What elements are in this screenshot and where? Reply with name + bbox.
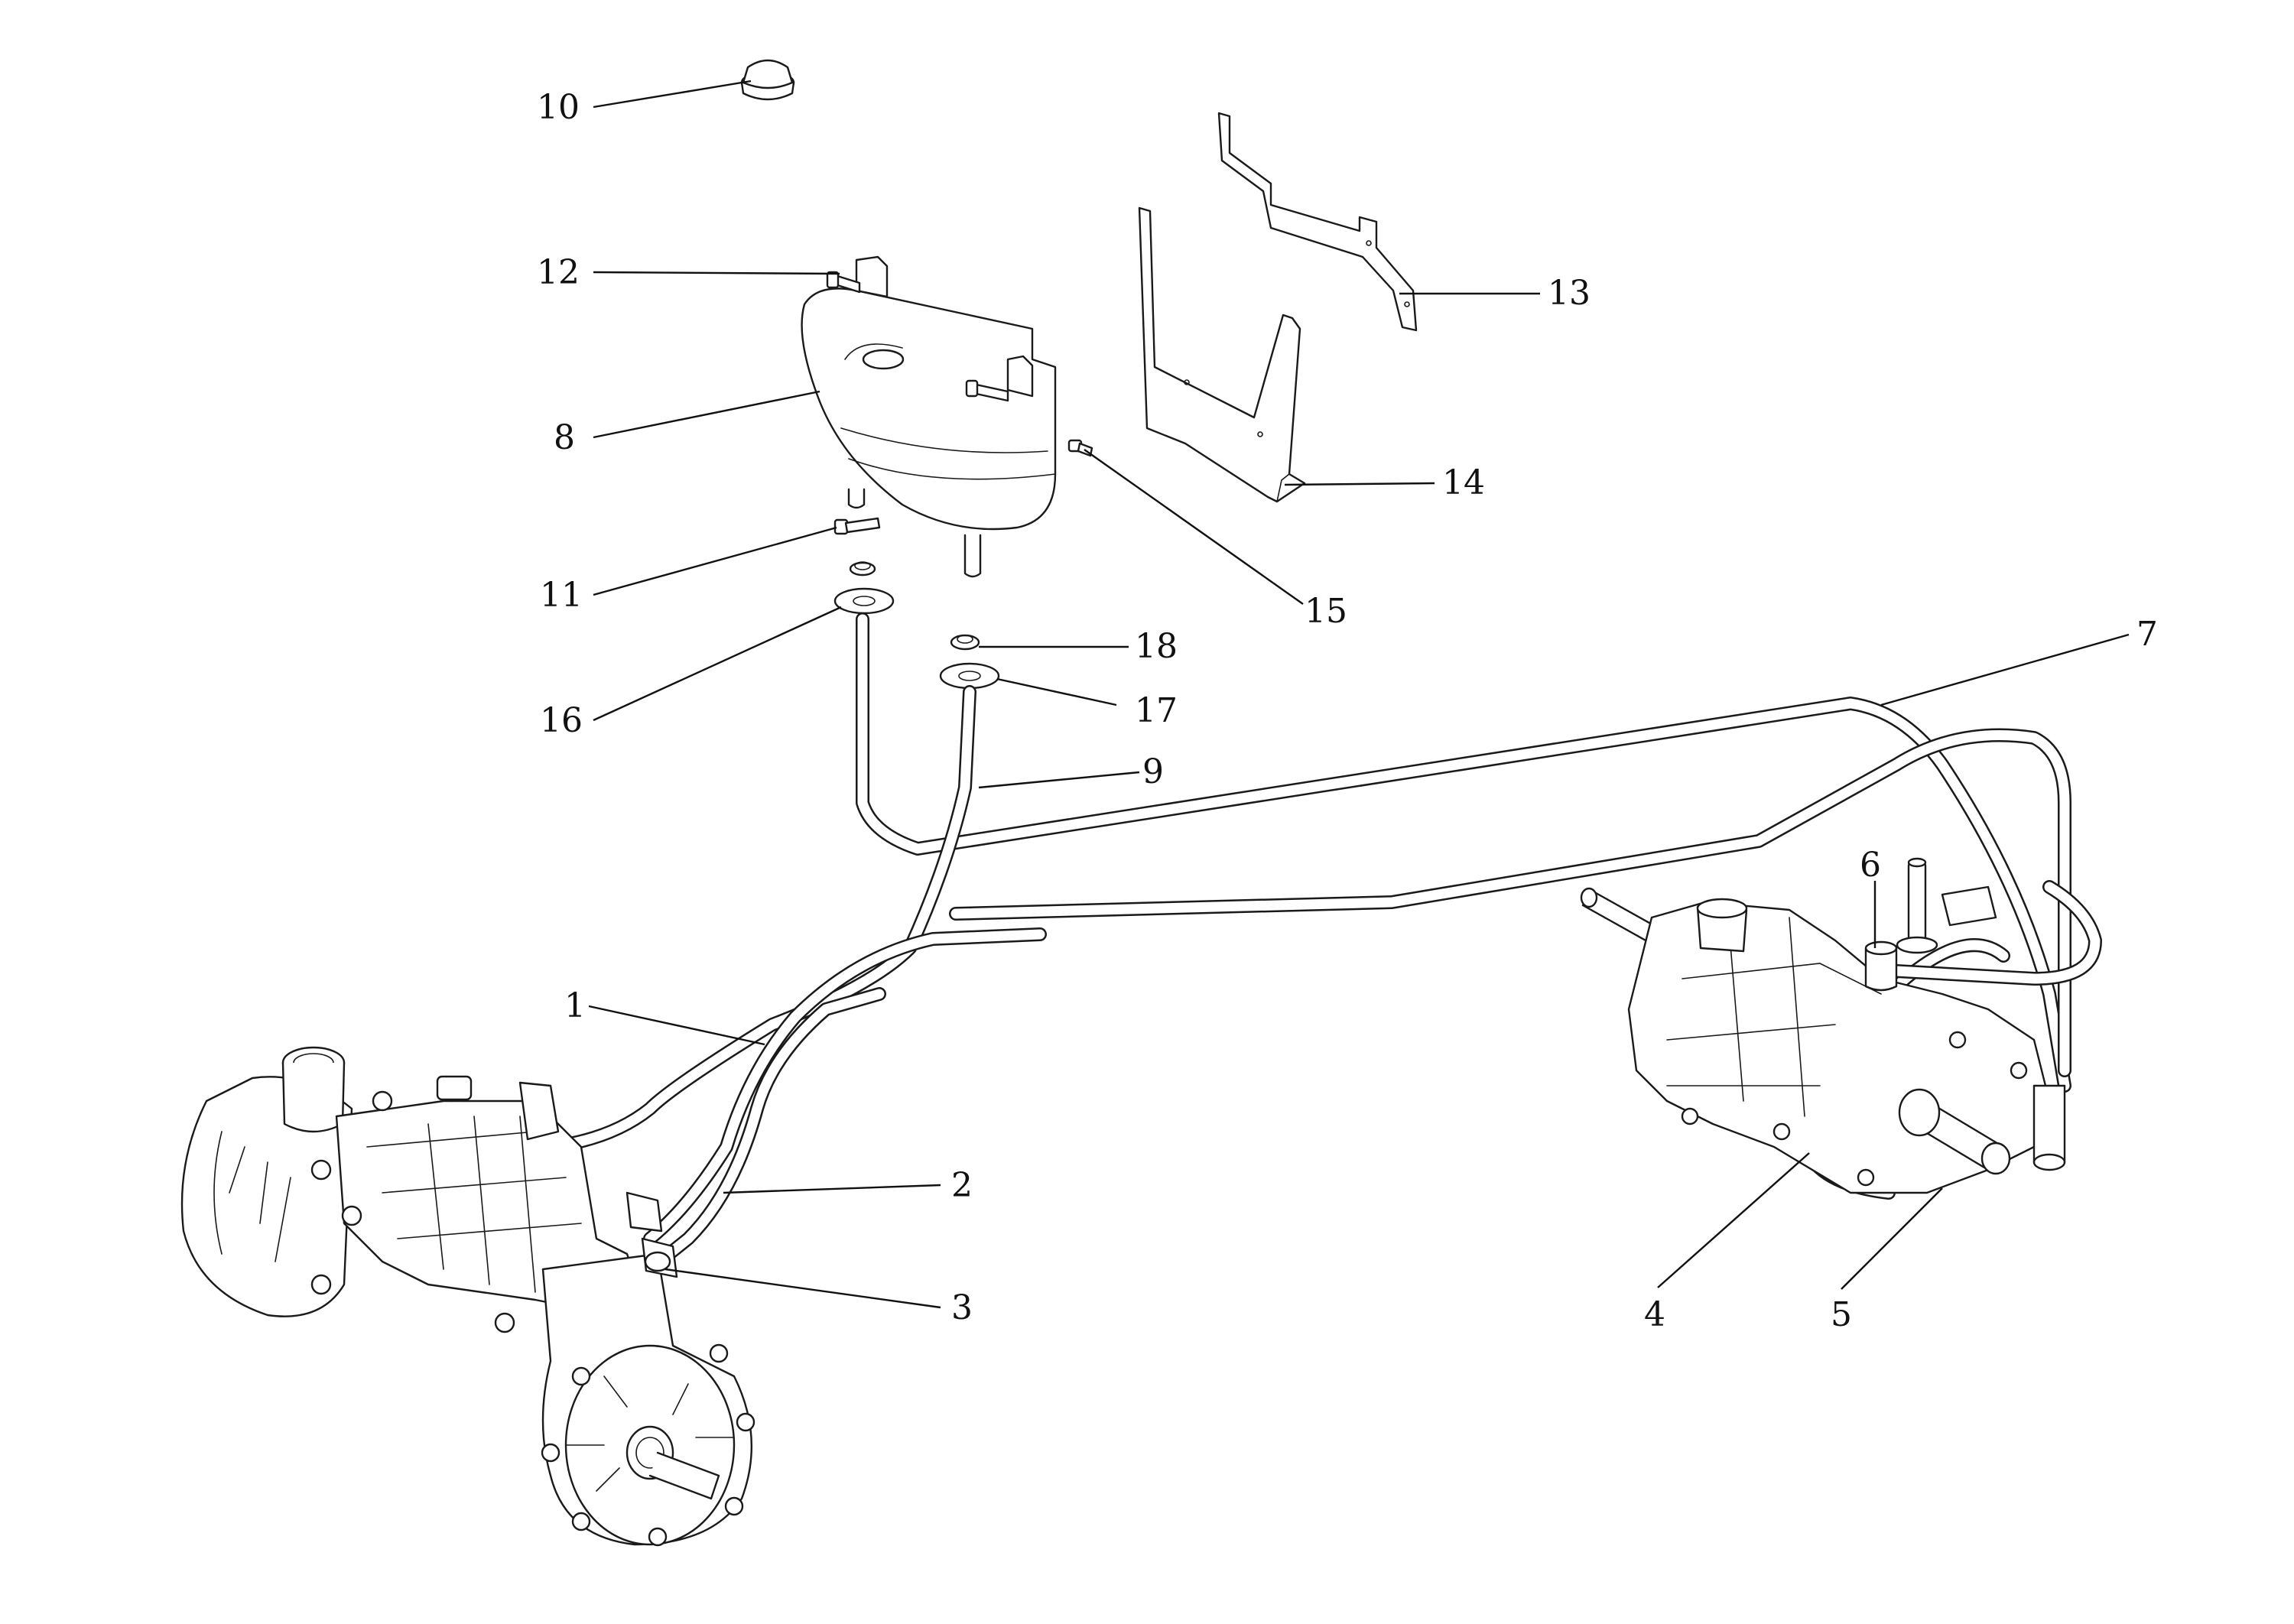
callout-10: 10 xyxy=(537,88,580,127)
leader-9 xyxy=(978,771,1140,789)
callout-1: 1 xyxy=(564,986,586,1025)
leader-1 xyxy=(588,1005,765,1046)
hydraulic-reservoir-tank xyxy=(801,255,1057,578)
leader-15 xyxy=(1084,449,1304,605)
front-drive-unit xyxy=(180,1046,755,1547)
callout-11: 11 xyxy=(540,576,583,615)
leader-14 xyxy=(1284,482,1435,486)
leader-3 xyxy=(664,1268,941,1309)
callout-8: 8 xyxy=(554,418,575,457)
washer-17 xyxy=(939,662,1000,690)
lower-mounting-bracket xyxy=(1138,206,1306,503)
callout-7: 7 xyxy=(2136,615,2158,654)
callout-18: 18 xyxy=(1135,627,1178,666)
callout-15: 15 xyxy=(1305,592,1347,631)
leader-16 xyxy=(593,606,842,722)
hose-clamp-small xyxy=(849,561,876,577)
leader-5 xyxy=(1841,1187,1943,1290)
leader-7 xyxy=(1880,633,2130,706)
callout-12: 12 xyxy=(537,253,580,292)
leader-8 xyxy=(593,390,820,439)
callout-17: 17 xyxy=(1135,691,1178,730)
leader-2 xyxy=(723,1184,941,1194)
leader-12 xyxy=(593,271,840,275)
callout-13: 13 xyxy=(1548,274,1591,313)
tank-mounting-bolts xyxy=(826,271,1009,402)
callout-4: 4 xyxy=(1644,1295,1665,1334)
callout-16: 16 xyxy=(540,701,583,740)
callout-3: 3 xyxy=(951,1288,973,1327)
reservoir-cap xyxy=(740,59,795,101)
tank-screw xyxy=(833,517,881,535)
callout-14: 14 xyxy=(1442,463,1485,502)
leader-17 xyxy=(996,677,1117,706)
leader-11 xyxy=(593,526,837,596)
leader-4 xyxy=(1657,1152,1810,1288)
leader-10 xyxy=(593,80,752,109)
hose-clamp-18 xyxy=(950,634,980,651)
callout-6: 6 xyxy=(1860,846,1881,885)
callout-labels: 10 12 8 11 16 13 14 15 18 17 9 7 6 1 2 3… xyxy=(537,88,2158,1334)
callout-2: 2 xyxy=(951,1166,973,1205)
leader-lines xyxy=(588,80,2130,1309)
callout-9: 9 xyxy=(1142,752,1164,791)
hydraulic-hoses xyxy=(544,612,2102,1276)
upper-mounting-bracket xyxy=(1217,112,1418,332)
washer-16 xyxy=(833,587,895,615)
callout-5: 5 xyxy=(1831,1295,1852,1334)
rear-drive-unit xyxy=(1580,857,2066,1194)
